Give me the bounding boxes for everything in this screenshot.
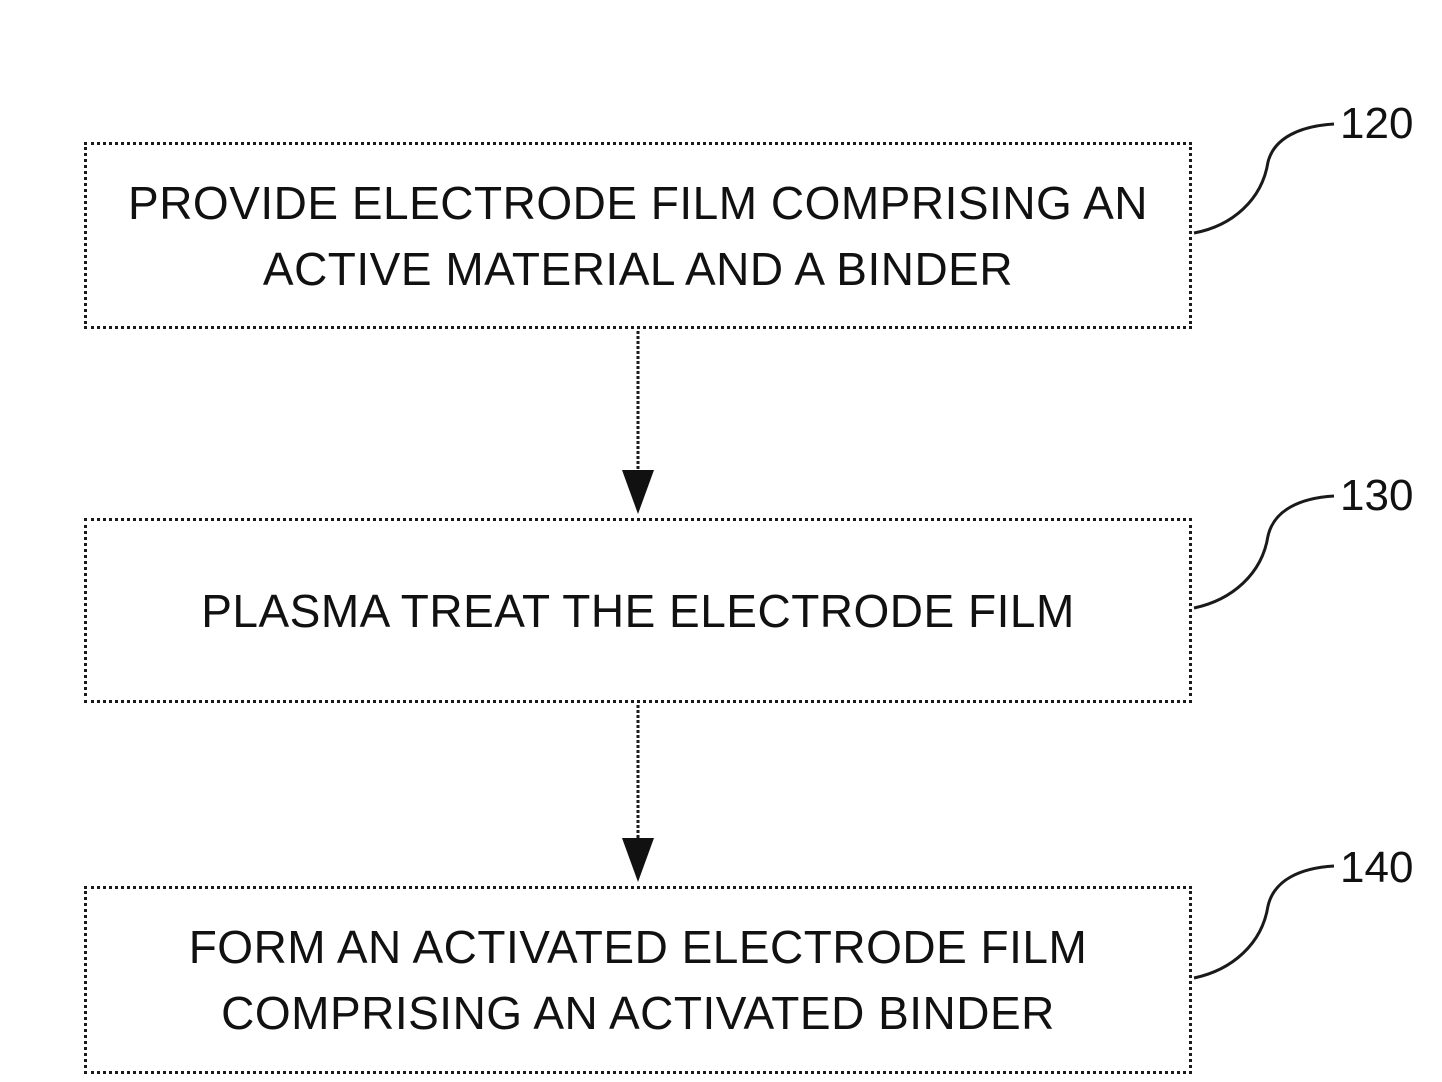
step-140-line-2: COMPRISING AN ACTIVATED BINDER <box>221 980 1055 1046</box>
arrow-120-to-130 <box>622 331 654 514</box>
step-130-line-1: PLASMA TREAT THE ELECTRODE FILM <box>201 578 1075 644</box>
reference-numeral-120: 120 <box>1340 100 1413 148</box>
step-120-line-2: ACTIVE MATERIAL AND A BINDER <box>263 236 1013 302</box>
leader-line-140 <box>1194 866 1334 978</box>
leader-line-120 <box>1194 124 1334 233</box>
leader-line-130 <box>1194 496 1334 608</box>
step-box-140: FORM AN ACTIVATED ELECTRODE FILM COMPRIS… <box>84 886 1192 1074</box>
arrow-130-to-140 <box>622 705 654 882</box>
reference-numeral-140: 140 <box>1340 844 1413 892</box>
step-140-line-1: FORM AN ACTIVATED ELECTRODE FILM <box>189 914 1088 980</box>
reference-numeral-130: 130 <box>1340 472 1413 520</box>
step-box-120: PROVIDE ELECTRODE FILM COMPRISING AN ACT… <box>84 142 1192 329</box>
step-box-130: PLASMA TREAT THE ELECTRODE FILM <box>84 518 1192 703</box>
step-120-line-1: PROVIDE ELECTRODE FILM COMPRISING AN <box>128 170 1148 236</box>
